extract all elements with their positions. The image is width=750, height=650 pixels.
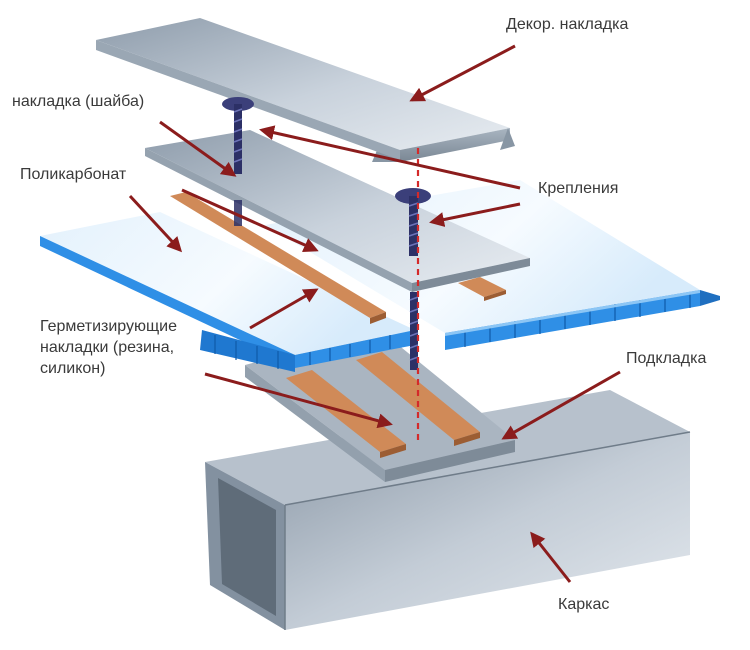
arrow-frame [530, 531, 572, 583]
label-frame: Каркас [558, 596, 610, 613]
arrow-decor [409, 44, 516, 102]
arrow-washer [159, 120, 237, 177]
screw-right [395, 188, 431, 370]
label-underlay: Подкладка [626, 350, 707, 367]
polycarbonate-sheet-left [40, 212, 415, 372]
arrow-seal-lower [204, 372, 393, 429]
arrow-underlay [501, 370, 621, 440]
label-sealing-line-1: Герметизирующие [40, 318, 178, 335]
arrow-seal-upper [249, 288, 319, 330]
label-polycarbonate: Поликарбонат [20, 166, 127, 183]
arrow-fix-left [259, 125, 521, 190]
rubber-strip-right [458, 277, 506, 301]
label-sealing-strips: Герметизирующие накладки (резина, силико… [40, 316, 177, 379]
arrow-fix-right [429, 202, 521, 227]
label-sealing-line-3: силикон) [40, 360, 106, 377]
label-washer-plate: накладка (шайба) [12, 93, 145, 110]
label-fasteners: Крепления [538, 180, 619, 197]
screw-left [222, 97, 254, 226]
arrows [128, 44, 621, 583]
rubber-strip-upper [170, 192, 386, 324]
label-decor-cap: Декор. накладка [506, 16, 629, 33]
label-sealing-line-2: накладки (резина, [40, 339, 175, 356]
arrow-poly-upper [181, 188, 319, 252]
arrow-poly [128, 194, 183, 253]
